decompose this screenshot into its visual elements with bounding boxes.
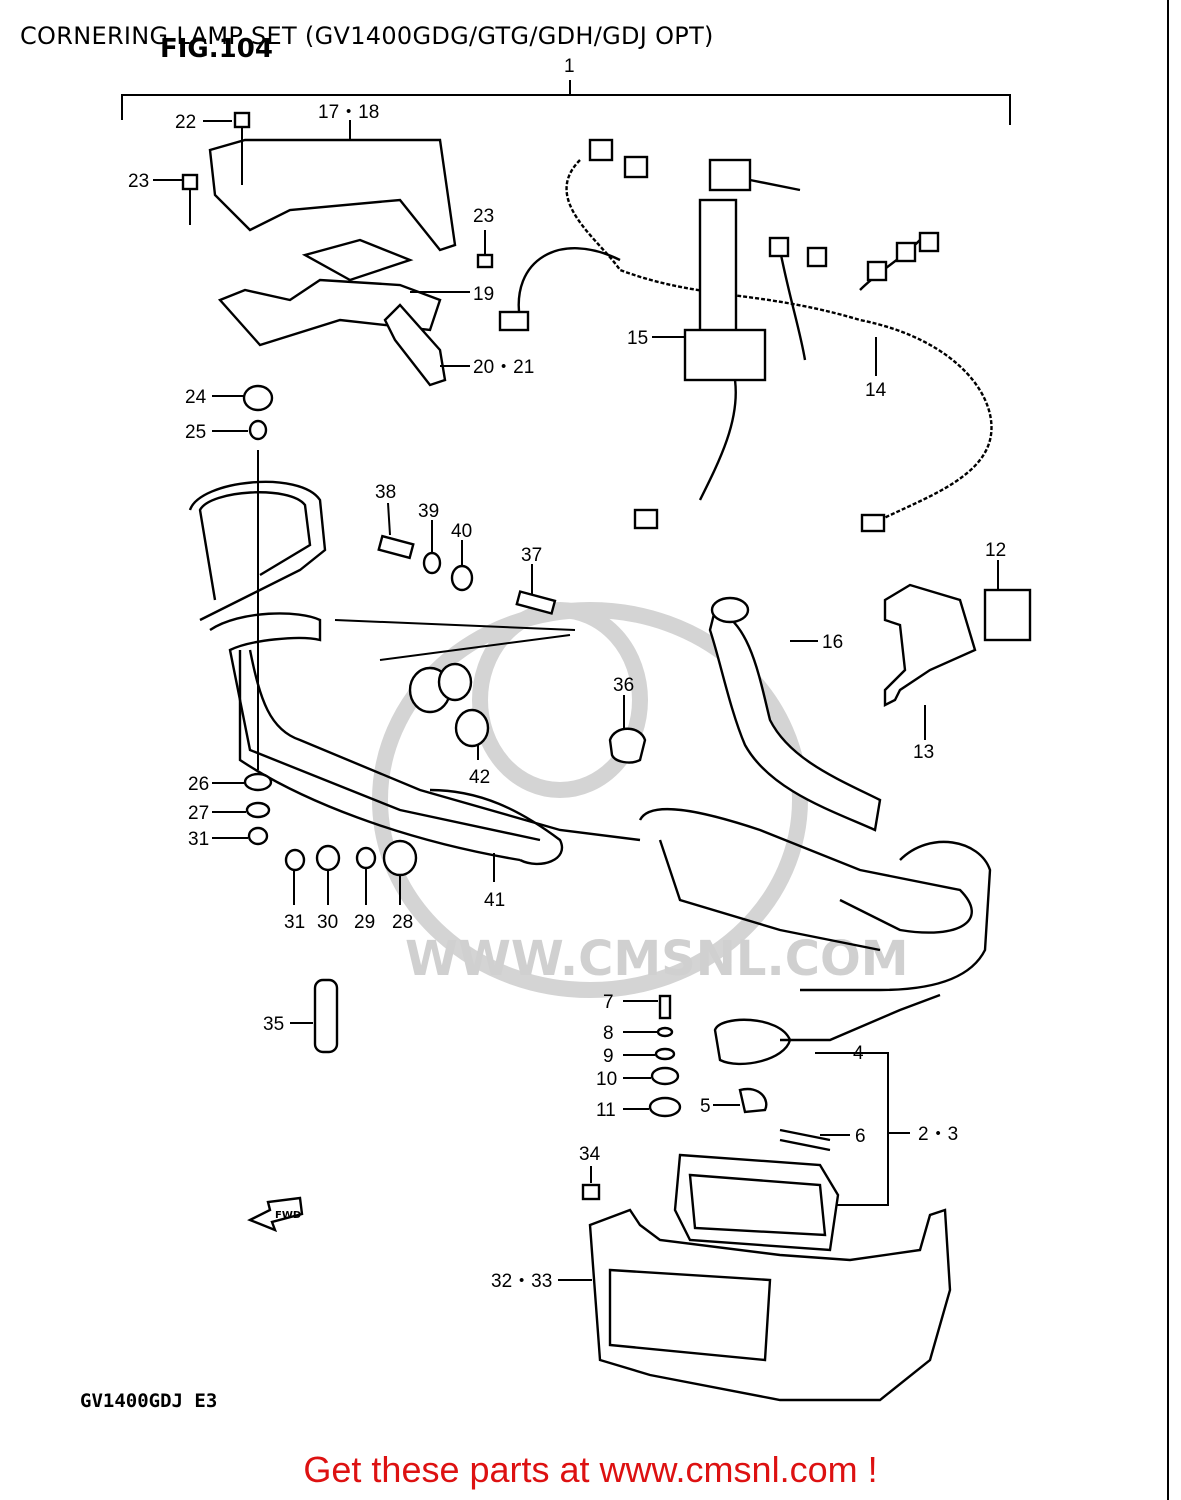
small-hardware bbox=[242, 384, 418, 877]
callout-labels: 1 22 17・18 23 23 19 20・21 24 25 15 14 12… bbox=[128, 56, 1006, 1292]
assembly-bracket bbox=[121, 94, 1011, 125]
callout-26: 26 bbox=[188, 774, 209, 795]
callout-35: 35 bbox=[263, 1014, 284, 1035]
callout-32-33: 32・33 bbox=[491, 1271, 552, 1292]
callout-19: 19 bbox=[473, 284, 494, 305]
lamp-components bbox=[648, 993, 941, 1152]
callout-17-18: 17・18 bbox=[318, 102, 379, 123]
watermark-text: WWW.CMSNL.COM bbox=[405, 931, 909, 987]
wiring-harness bbox=[498, 138, 993, 533]
callout-15: 15 bbox=[627, 328, 648, 349]
bracket-cover bbox=[208, 138, 457, 387]
callout-10: 10 bbox=[596, 1069, 617, 1090]
clip-35 bbox=[313, 978, 339, 1054]
callout-4: 4 bbox=[853, 1043, 864, 1064]
callout-23b: 23 bbox=[473, 206, 494, 227]
callout-14: 14 bbox=[865, 380, 887, 401]
callout-42: 42 bbox=[469, 767, 490, 788]
callout-31a: 31 bbox=[188, 829, 209, 850]
grommet-36 bbox=[608, 727, 647, 764]
callout-29: 29 bbox=[354, 912, 375, 933]
cornering-lamp-switch bbox=[683, 158, 801, 501]
callout-16: 16 bbox=[822, 632, 843, 653]
leader-lines bbox=[153, 120, 999, 1281]
callout-24: 24 bbox=[185, 387, 207, 408]
callout-39: 39 bbox=[418, 501, 439, 522]
guard-frame bbox=[188, 480, 992, 992]
footer-cta-link[interactable]: Get these parts at www.cmsnl.com ! bbox=[303, 1449, 878, 1490]
callout-38: 38 bbox=[375, 482, 396, 503]
lamp-cover bbox=[581, 1183, 952, 1402]
model-code: GV1400GDJ E3 bbox=[80, 1390, 218, 1412]
callout-31b: 31 bbox=[284, 912, 305, 933]
fastener-cluster bbox=[334, 534, 576, 748]
callout-1: 1 bbox=[564, 56, 575, 77]
fwd-label: FWD bbox=[275, 1210, 301, 1221]
callout-34: 34 bbox=[579, 1144, 601, 1165]
callout-30: 30 bbox=[317, 912, 338, 933]
callout-25: 25 bbox=[185, 422, 206, 443]
callout-12: 12 bbox=[985, 540, 1006, 561]
callout-2-3: 2・3 bbox=[918, 1124, 958, 1145]
lamp-bracket bbox=[815, 1052, 889, 1206]
callout-27: 27 bbox=[188, 803, 209, 824]
callout-11: 11 bbox=[596, 1100, 616, 1121]
callout-20-21: 20・21 bbox=[473, 357, 534, 378]
watermark: WWW.CMSNL.COM bbox=[372, 602, 909, 998]
screws bbox=[181, 111, 494, 269]
callout-28: 28 bbox=[392, 912, 413, 933]
figure-label: FIG.104 bbox=[160, 34, 273, 64]
callout-5: 5 bbox=[700, 1096, 711, 1117]
callout-23a: 23 bbox=[128, 171, 149, 192]
callout-40: 40 bbox=[451, 521, 472, 542]
callout-6: 6 bbox=[855, 1126, 866, 1147]
callout-36: 36 bbox=[613, 675, 634, 696]
page-title: CORNERING LAMP SET (GV1400GDG/GTG/GDH/GD… bbox=[20, 22, 714, 50]
cornering-lamp bbox=[673, 1153, 840, 1252]
callout-8: 8 bbox=[603, 1023, 614, 1044]
callout-7: 7 bbox=[603, 992, 614, 1013]
hose bbox=[708, 608, 882, 832]
callout-9: 9 bbox=[603, 1046, 614, 1067]
callout-41: 41 bbox=[484, 890, 505, 911]
callout-22: 22 bbox=[175, 112, 196, 133]
relay-assembly bbox=[883, 583, 1032, 707]
callout-37: 37 bbox=[521, 545, 542, 566]
callout-13: 13 bbox=[913, 742, 934, 763]
forward-arrow-icon: FWD bbox=[247, 1196, 304, 1233]
